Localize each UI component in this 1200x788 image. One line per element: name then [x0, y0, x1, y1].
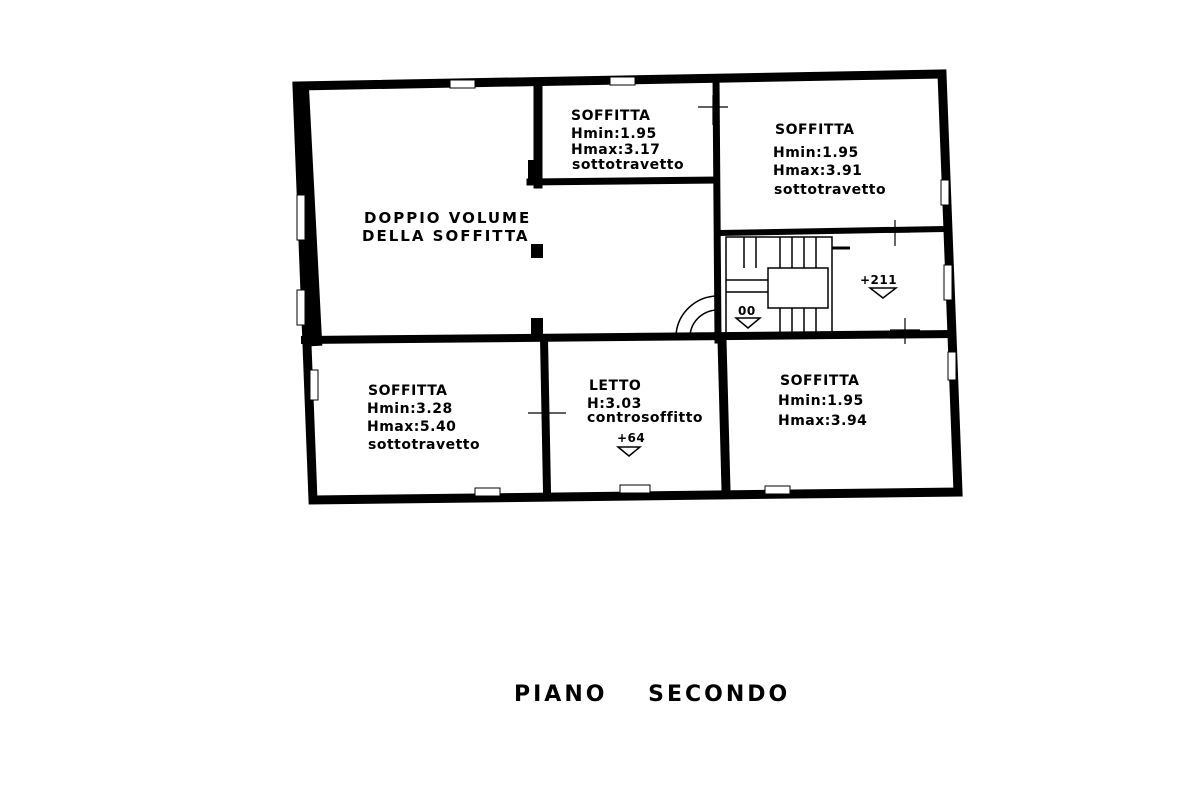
outer-wall — [292, 69, 963, 505]
room-label: DELLA SOFFITTA — [362, 227, 530, 245]
room-hmin: Hmin:1.95 — [773, 145, 859, 161]
room-label: SOFFITTA — [775, 122, 855, 138]
room-label: SOFFITTA — [368, 383, 448, 399]
room-hmin: Hmin:1.95 — [778, 393, 864, 409]
room-label: LETTO — [589, 378, 642, 394]
room-note: sottotravetto — [774, 182, 887, 198]
room-label: SOFFITTA — [780, 373, 860, 389]
wall — [526, 176, 720, 186]
plan-title: PIANO SECONDO — [514, 682, 791, 707]
level-label: +211 — [860, 273, 898, 287]
wall — [717, 335, 731, 495]
room-hmax: Hmax:3.17 — [571, 142, 661, 158]
level-markers — [615, 287, 899, 457]
wall — [296, 81, 323, 347]
room-note: controsoffitto — [587, 410, 704, 426]
room-hmax: Hmax:5.40 — [367, 419, 457, 435]
wall — [712, 74, 722, 344]
room-note: sottotravetto — [572, 157, 685, 173]
level-label: 00 — [738, 304, 756, 318]
windows — [296, 76, 957, 497]
room-height: H:3.03 — [587, 396, 642, 412]
room-hmax: Hmax:3.94 — [778, 413, 868, 429]
pillars — [528, 160, 543, 336]
room-hmax: Hmax:3.91 — [773, 163, 863, 179]
room-hmin: Hmin:1.95 — [571, 126, 657, 142]
wall — [716, 225, 946, 237]
room-note: sottotravetto — [368, 437, 481, 453]
wall — [300, 329, 955, 345]
cross-marks — [528, 95, 920, 414]
room-hmin: Hmin:3.28 — [367, 401, 453, 417]
room-label: DOPPIO VOLUME — [364, 209, 532, 227]
room-label: SOFFITTA — [571, 108, 651, 124]
level-label: +64 — [617, 431, 646, 445]
wall — [539, 333, 552, 497]
staircase — [675, 236, 850, 336]
